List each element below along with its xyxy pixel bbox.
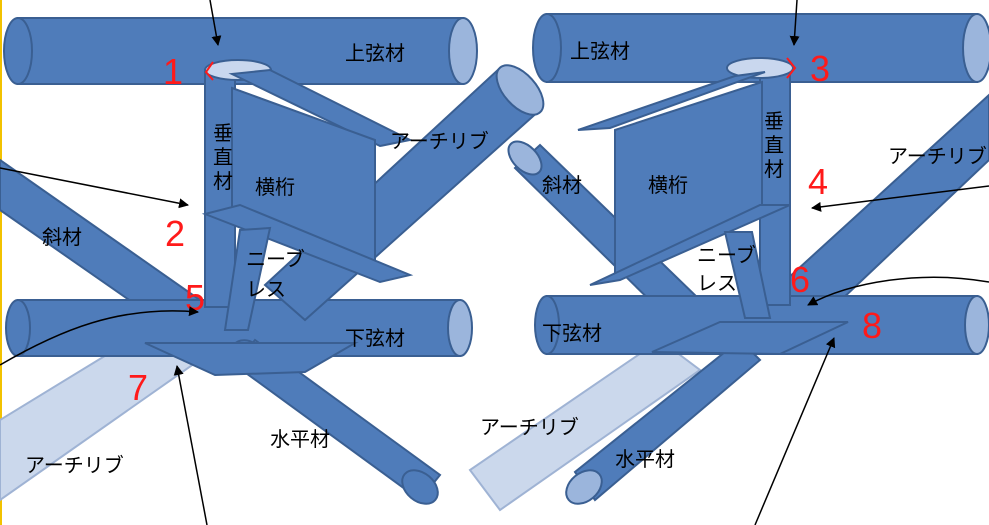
left-upper-chord-end (448, 17, 478, 85)
right-vertical-top (726, 57, 794, 79)
marker-3-bracket (786, 57, 797, 79)
right-cross-beam-bottom-flange (589, 204, 791, 286)
right-diagonal-label: 斜材 (542, 173, 582, 197)
marker-3: 3 (810, 48, 830, 89)
arrow-to-6 (807, 276, 989, 306)
left-lower-chord-end (447, 299, 473, 357)
right-arch-rib-upper-label: アーチリブ (888, 144, 987, 168)
left-lower-chord-label: 下弦材 (345, 326, 405, 350)
arrow-to-7 (173, 365, 208, 525)
arrow-to-2 (0, 167, 189, 209)
left-labels: 上弦材 アーチリブ 垂 直 材 横桁 斜材 ニーブ レス 下弦材 水平材 アーチ… (25, 41, 489, 477)
left-cross-beam-label: 横桁 (255, 175, 295, 199)
right-knee-brace-label-2: レス (697, 271, 737, 295)
left-knee-brace-label-2: レス (246, 277, 286, 301)
marker-1-bracket (204, 61, 214, 81)
arrow-to-8 (754, 337, 836, 525)
arrow-to-1 (209, 0, 222, 46)
right-arch-rib-lower-member (468, 338, 702, 512)
left-joint-diagram (0, 17, 545, 505)
right-cross-beam-label: 横桁 (648, 173, 688, 197)
right-labels: 上弦材 垂 直 材 斜材 横桁 アーチリブ ニーブ レス 下弦材 アーチリブ 水… (480, 39, 987, 471)
right-upper-chord-label: 上弦材 (570, 39, 630, 63)
arrow-to-4 (811, 185, 989, 212)
left-horizontal-label: 水平材 (270, 427, 330, 451)
right-knee-brace-member (723, 231, 772, 319)
arrow-to-3 (789, 0, 800, 46)
arrow-to-5 (0, 306, 199, 366)
right-lower-chord-end (964, 295, 989, 355)
right-gusset-plate (651, 321, 849, 356)
right-cross-beam-top-flange (577, 71, 766, 131)
right-vertical-label-1: 垂 (764, 109, 784, 133)
marker-2: 2 (165, 213, 185, 254)
left-cross-beam-top-flange (228, 68, 414, 148)
left-knee-brace-label-1: ニーブ (246, 247, 305, 271)
right-vertical-member (759, 69, 791, 306)
right-knee-brace-label-1: ニーブ (697, 243, 756, 267)
left-arch-rib-lower-label: アーチリブ (25, 453, 124, 477)
marker-7: 7 (128, 367, 148, 408)
right-vertical-label-3: 材 (764, 157, 784, 181)
left-markers: 1 2 5 7 (0, 0, 222, 525)
marker-1: 1 (163, 51, 183, 92)
right-arch-rib-lower-label: アーチリブ (480, 415, 579, 439)
marker-6: 6 (790, 259, 810, 300)
right-vertical-label-2: 直 (764, 133, 784, 157)
left-diagonal-label: 斜材 (42, 225, 82, 249)
left-arch-rib-upper-label: アーチリブ (390, 129, 489, 153)
marker-4: 4 (808, 161, 828, 202)
left-vertical-member (204, 71, 236, 308)
left-knee-brace-member (223, 226, 272, 331)
right-horizontal-label: 水平材 (615, 447, 675, 471)
left-arch-rib-upper-end (495, 64, 545, 116)
left-vertical-label-1: 垂 (213, 121, 233, 145)
left-gusset-plate (144, 342, 359, 377)
right-lower-chord-label: 下弦材 (542, 321, 602, 345)
left-vertical-label-3: 材 (213, 169, 233, 193)
right-joint-diagram (468, 13, 989, 512)
left-cross-beam-bottom-flange (201, 203, 414, 284)
frame-edge-left (0, 0, 2, 525)
left-upper-chord-label: 上弦材 (345, 41, 405, 65)
right-upper-chord-end (962, 13, 989, 83)
right-markers: 3 4 6 8 (754, 0, 989, 525)
left-vertical-label-2: 直 (213, 145, 233, 169)
marker-8: 8 (862, 305, 882, 346)
